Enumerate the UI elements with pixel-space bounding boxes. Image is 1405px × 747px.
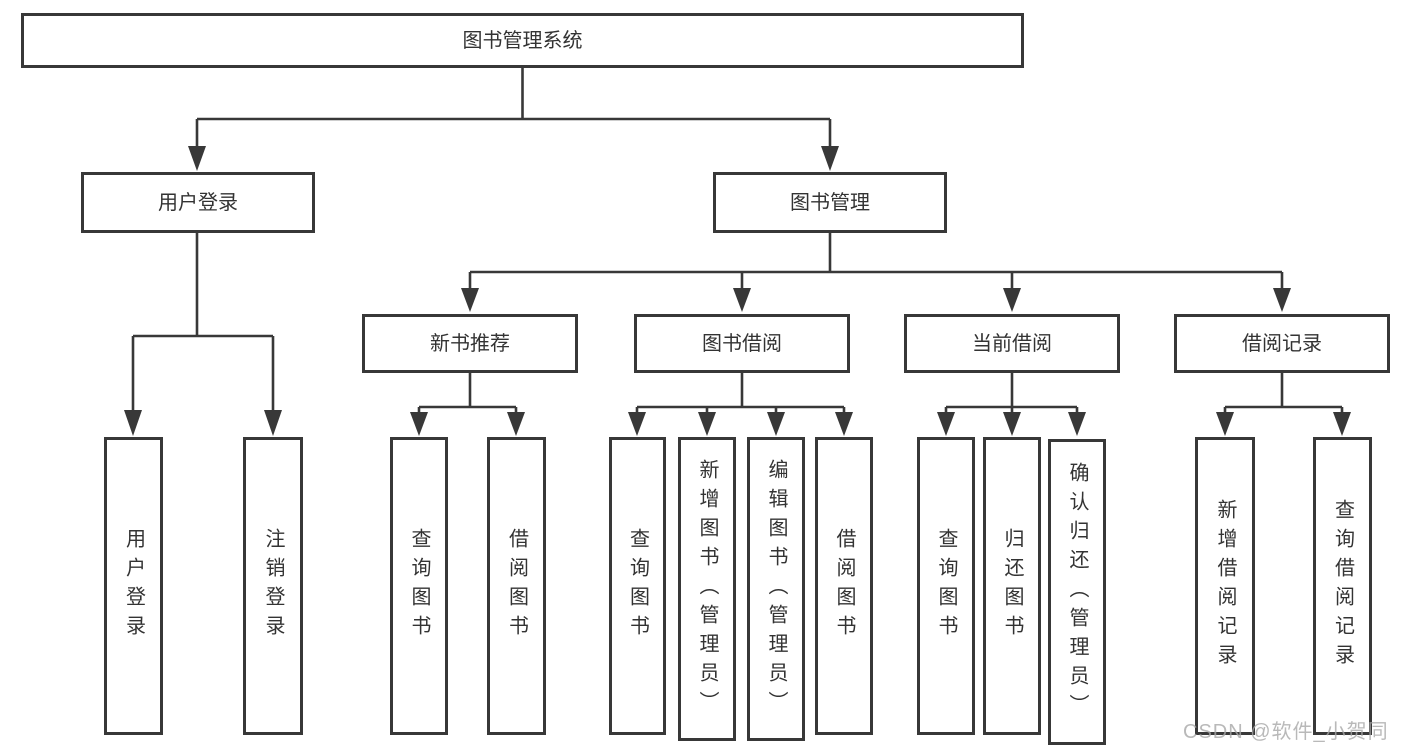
leaf-borrow-books-1: 借阅图书 [487,437,546,735]
leaf-logout: 注销登录 [243,437,303,735]
leaf-borrow-books-2: 借阅图书 [815,437,873,735]
node-book-borrow: 图书借阅 [634,314,850,373]
node-book-mgmt: 图书管理 [713,172,947,233]
leaf-confirm-return-admin: 确认归还（管理员） [1048,439,1106,745]
leaf-user-login: 用户登录 [104,437,163,735]
node-user-login: 用户登录 [81,172,315,233]
node-current-borrow: 当前借阅 [904,314,1120,373]
leaf-add-borrow-record: 新增借阅记录 [1195,437,1255,735]
node-root: 图书管理系统 [21,13,1024,68]
leaf-edit-books-admin: 编辑图书（管理员） [747,437,805,741]
node-new-book-recommend: 新书推荐 [362,314,578,373]
leaf-add-books-admin: 新增图书（管理员） [678,437,736,741]
node-borrow-records: 借阅记录 [1174,314,1390,373]
leaf-return-books: 归还图书 [983,437,1041,735]
leaf-query-books-3: 查询图书 [917,437,975,735]
leaf-query-books-1: 查询图书 [390,437,448,735]
leaf-query-borrow-record: 查询借阅记录 [1313,437,1372,735]
leaf-query-books-2: 查询图书 [609,437,666,735]
